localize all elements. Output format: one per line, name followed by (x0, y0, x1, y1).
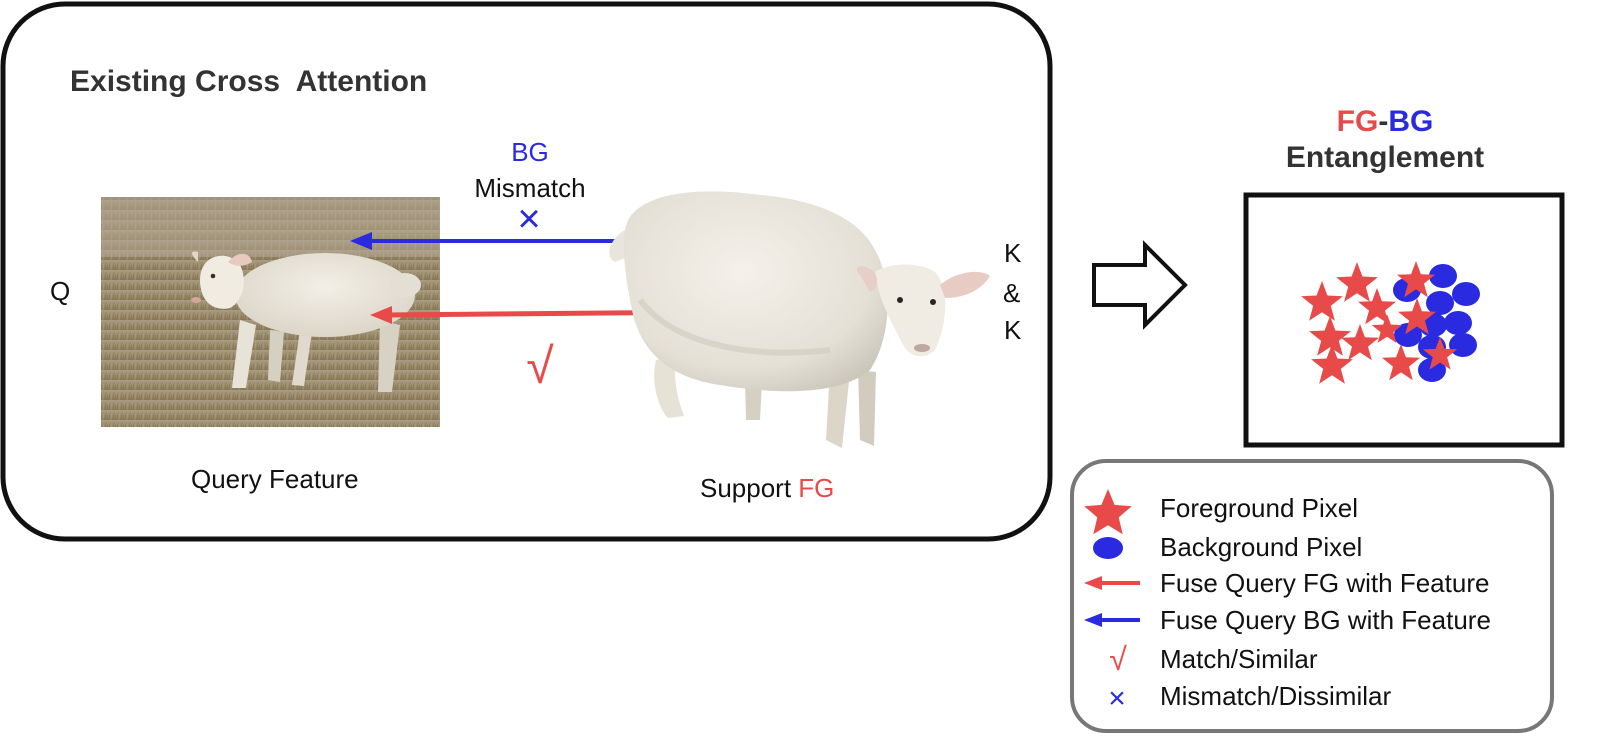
foreground-pixel-star-icon (1301, 281, 1343, 321)
foreground-pixel-star-icon (1371, 314, 1403, 343)
query-feature-caption: Query Feature (191, 464, 359, 494)
foreground-pixel-star-icon (1422, 337, 1458, 370)
foreground-pixel-star-icon (1397, 261, 1435, 298)
title-dash: - (1378, 105, 1388, 138)
query-label: Q (50, 276, 70, 306)
panel-title: Existing Cross Attention (70, 65, 427, 98)
background-pixel-ellipse (1452, 282, 1480, 306)
support-caption-fg: FG (798, 473, 834, 503)
background-pixel-ellipse (1449, 333, 1477, 357)
legend-ellipse-icon (1093, 537, 1123, 559)
legend: Foreground Pixel Background Pixel Fuse Q… (1084, 489, 1491, 715)
legend-check-icon: √ (1109, 641, 1127, 677)
legend-label-background: Background Pixel (1160, 532, 1362, 562)
legend-row-check: √ Match/Similar (1109, 641, 1318, 677)
background-pixel-ellipse (1444, 311, 1472, 335)
legend-row-red-arrow: Fuse Query FG with Feature (1084, 568, 1489, 598)
legend-blue-arrow-icon (1084, 613, 1140, 627)
title-fg: FG (1337, 105, 1379, 138)
background-pixel-ellipse (1394, 323, 1422, 347)
key-label-amp: & (1003, 278, 1020, 308)
background-pixel-ellipse (1418, 358, 1446, 382)
fg-bg-pixel-cluster (1301, 261, 1480, 384)
entanglement-box (1243, 192, 1565, 448)
foreground-pixel-star-icon (1358, 288, 1396, 325)
legend-box (1070, 459, 1554, 733)
legend-red-arrow-icon (1084, 576, 1140, 590)
support-fg-caption: Support FG (700, 473, 834, 503)
legend-row-blue-arrow: Fuse Query BG with Feature (1084, 605, 1491, 635)
entanglement-title-line1: FG-BG (1337, 105, 1434, 138)
bg-label: BG (511, 137, 549, 167)
legend-row-cross: × Mismatch/Dissimilar (1108, 681, 1391, 715)
foreground-pixel-star-icon (1341, 324, 1379, 361)
legend-label-blue-arrow: Fuse Query BG with Feature (1160, 605, 1491, 635)
legend-row-background: Background Pixel (1093, 532, 1362, 562)
mismatch-cross-icon: × (517, 197, 540, 241)
foreground-pixel-star-icon (1398, 298, 1436, 335)
legend-label-cross: Mismatch/Dissimilar (1160, 681, 1391, 711)
lamb-illustration (191, 251, 421, 392)
support-sheep-illustration (609, 191, 990, 448)
foreground-pixel-star-icon (1309, 316, 1351, 356)
background-pixel-ellipse (1429, 264, 1457, 288)
entanglement-title-line2: Entanglement (1286, 141, 1484, 174)
foreground-pixel-star-icon (1382, 344, 1420, 381)
foreground-pixel-star-icon (1311, 344, 1353, 384)
legend-row-foreground: Foreground Pixel (1084, 489, 1358, 535)
foreground-pixel-star-icon (1336, 262, 1378, 302)
title-bg: BG (1388, 105, 1433, 138)
match-check-icon: √ (526, 338, 554, 394)
hollow-right-arrow-icon (1092, 240, 1188, 330)
legend-label-foreground: Foreground Pixel (1160, 493, 1358, 523)
legend-label-check: Match/Similar (1160, 644, 1318, 674)
key-label-bottom: K (1004, 315, 1022, 345)
legend-star-icon (1084, 489, 1132, 535)
legend-cross-icon: × (1108, 682, 1126, 715)
legend-label-red-arrow: Fuse Query FG with Feature (1160, 568, 1489, 598)
mismatch-label: Mismatch (474, 173, 585, 203)
key-label-top: K (1004, 238, 1022, 268)
support-caption-prefix: Support (700, 473, 798, 503)
background-pixel-ellipse (1426, 291, 1454, 315)
